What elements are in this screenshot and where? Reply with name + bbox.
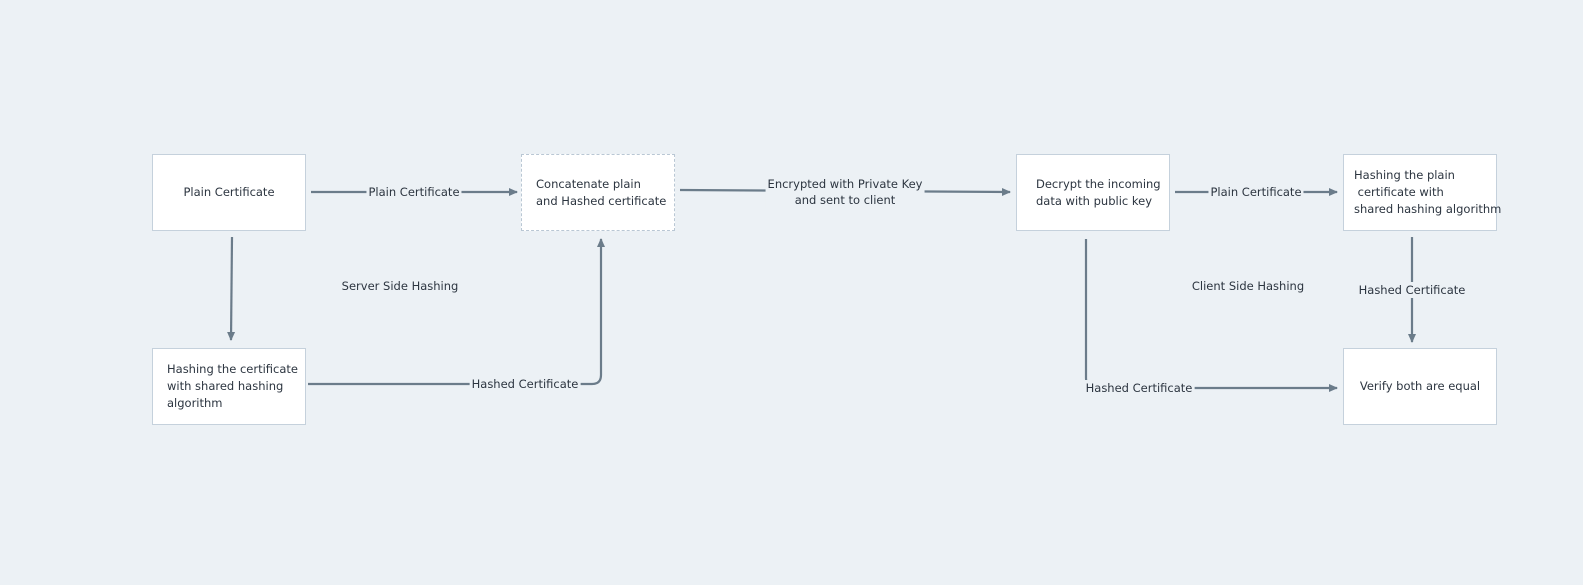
zone-label-client-side: Client Side Hashing: [1191, 279, 1305, 293]
edge-label-plain-certificate-client: Plain Certificate: [1208, 184, 1304, 200]
edge-label-encrypted-sent: Encrypted with Private Key and sent to c…: [765, 176, 925, 208]
edge-label-hashed-certificate-decrypt: Hashed Certificate: [1083, 380, 1195, 396]
decrypt-node[interactable]: Decrypt the incoming data with public ke…: [1016, 154, 1170, 231]
hashing-plain-node-label: Hashing the plain certificate with share…: [1354, 168, 1502, 216]
edge-label-plain-certificate-server: Plain Certificate: [366, 184, 462, 200]
concatenate-node-label: Concatenate plain and Hashed certificate: [536, 176, 667, 208]
hashing-plain-node[interactable]: Hashing the plain certificate with share…: [1343, 154, 1501, 231]
edge-label-hashed-certificate-client: Hashed Certificate: [1356, 282, 1468, 298]
verify-node[interactable]: Verify both are equal: [1343, 348, 1497, 425]
edge-label-hashed-certificate-server: Hashed Certificate: [469, 376, 581, 392]
verify-node-label: Verify both are equal: [1359, 379, 1481, 393]
plain-certificate-node[interactable]: Plain Certificate: [152, 154, 306, 231]
plain-certificate-node-label: Plain Certificate: [183, 185, 275, 199]
decrypt-node-label: Decrypt the incoming data with public ke…: [1036, 176, 1161, 208]
edge-decrypt-to-verify: [1084, 239, 1338, 392]
edge-hashed-to-concat: [308, 238, 605, 386]
zone-label-server-side: Server Side Hashing: [341, 279, 459, 293]
edge-plain-to-hashing: [227, 236, 236, 341]
hashing-certificate-node[interactable]: Hashing the certificate with shared hash…: [152, 348, 306, 425]
hashing-certificate-node-label: Hashing the certificate with shared hash…: [167, 362, 298, 410]
concatenate-node[interactable]: Concatenate plain and Hashed certificate: [521, 154, 675, 231]
